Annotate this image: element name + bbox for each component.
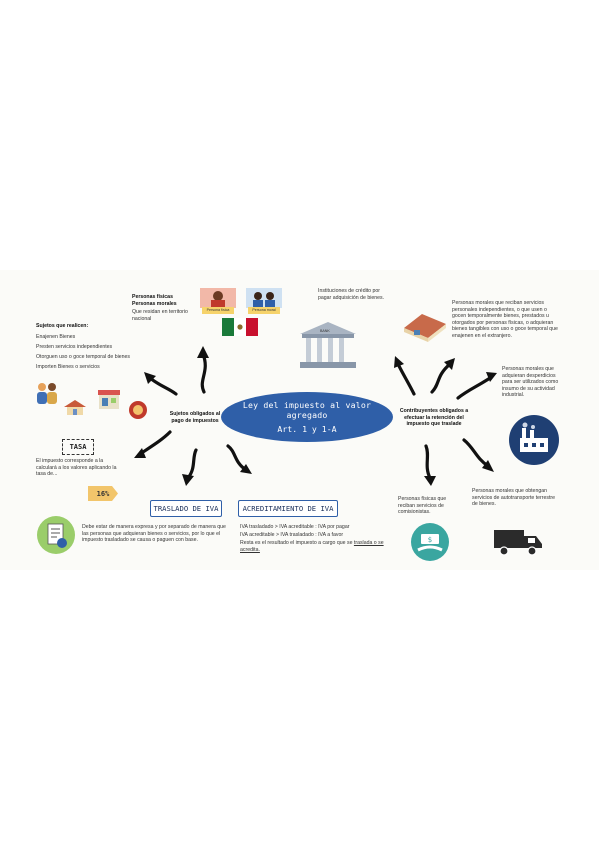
sujetos-item: Presten servicios independientes [36,344,113,350]
sujetos-item: Importen Bienes o servicios [36,364,100,370]
tasa-text: El impuesto corresponde a la calculará a… [36,458,117,478]
acreditamiento-line-1: IVA trasladado > IVA acreditable : IVA p… [240,524,350,530]
right-hub-label: Contribuyentes obligados a efectuar la r… [399,408,469,428]
acreditamiento-line-2: IVA acreditable > IVA trasladado : IVA a… [240,532,344,538]
traslado-text: Debe estar de manera expresa y por separ… [82,524,226,544]
moral-desperdicios-text: Personas morales que adquieran desperdic… [502,366,559,399]
svg-text:$: $ [428,536,432,544]
persona-moral-icon: Persona moral [246,288,282,314]
arrow-down-right [226,444,248,472]
document-icon [36,515,76,555]
arrow-right-up-1 [396,362,416,396]
factory-icon [508,414,560,466]
tasa-value-tag: 16% [88,486,118,501]
arrow-right-up-3 [456,376,492,400]
persona-fisica-icon: Persona física [200,288,236,314]
service-badge-icon [128,400,148,420]
arrow-up-left [148,376,178,396]
sujetos-item: Enajenen Bienes [36,334,76,340]
personas-fisicas-label: Personas físicas [132,294,173,300]
handshake-money-icon: $ [410,522,450,562]
arrow-right-up-2 [430,362,452,394]
sujetos-heading: Sujetos que realicen: [36,323,89,329]
title-line-1: Ley del impuesto al valor agregado [242,400,372,420]
sujetos-item: Otorguen uso o goce temporal de bienes [36,354,131,360]
left-hub-label: Sujetos obligados al pago de impuestos [169,411,221,424]
fisicas-comisionistas-text: Personas físicas que reciban servicios d… [398,496,447,516]
truck-icon [492,526,544,558]
house-small-icon [62,398,88,416]
moral-servicios-text: Personas morales que reciban servicios p… [452,300,558,339]
title-line-2: Art. 1 y 1-A [277,424,337,434]
bank-text: Instituciones de crédito por pagar adqui… [318,288,385,301]
arrow-left [138,430,172,456]
arrow-right-down-2 [462,438,490,468]
arrow-up [200,352,207,394]
mexico-flag-icon [222,318,258,336]
arrow-down [186,448,198,480]
arrow-right-down-1 [424,444,432,480]
store-icon [96,386,122,410]
central-title: Ley del impuesto al valor agregado Art. … [221,392,393,442]
house-icon [400,310,450,344]
tasa-label: TASA [62,439,94,455]
bank-icon: BANK [296,320,360,372]
acreditamiento-line-3: Resta es el resultado el impuesto a carg… [240,540,384,553]
autotransporte-text: Personas morales que obtengan servicios … [472,488,556,508]
traslado-box: TRASLADO DE IVA [150,500,222,517]
people-icon [34,380,60,406]
personas-morales-label: Personas morales [132,301,177,307]
acreditamiento-box: ACREDITAMIENTO DE IVA [238,500,338,517]
residencia-text: Que residan en territorio nacional [132,309,188,322]
